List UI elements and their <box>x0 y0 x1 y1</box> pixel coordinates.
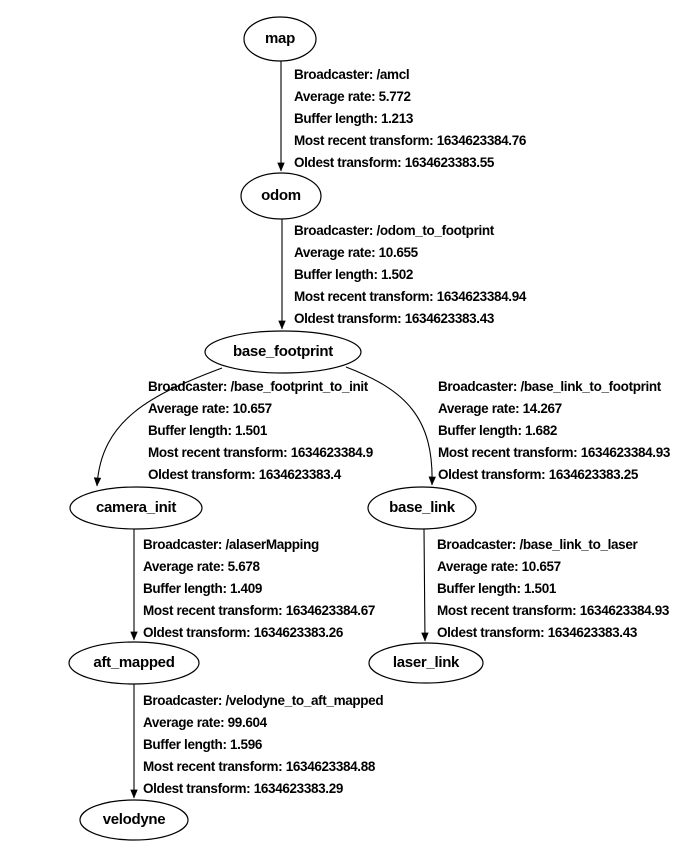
edge-stat-oldest: Oldest transform: 1634623383.25 <box>438 467 639 482</box>
edge-stat-oldest: Oldest transform: 1634623383.29 <box>143 781 344 796</box>
edge-stat-oldest: Oldest transform: 1634623383.55 <box>294 155 495 170</box>
edge-stat-average-rate: Average rate: 10.657 <box>437 559 561 574</box>
edge-stat-broadcaster: Broadcaster: /amcl <box>294 67 410 82</box>
edge-stat-oldest: Oldest transform: 1634623383.43 <box>294 311 495 326</box>
edge-stat-average-rate: Average rate: 99.604 <box>143 715 267 730</box>
node-ellipse-camera_init <box>69 486 203 530</box>
node-ellipse-base_footprint <box>204 330 362 374</box>
edge-label-base_link-laser_link: Broadcaster: /base_link_to_laser Average… <box>437 534 669 644</box>
edge-stat-buffer-length: Buffer length: 1.502 <box>294 267 414 282</box>
node-ellipse-aft_mapped <box>68 641 200 685</box>
edge-stat-most-recent: Most recent transform: 1634623384.67 <box>143 603 376 618</box>
node-label-camera_init: camera_init <box>95 499 177 516</box>
edge-stat-buffer-length: Buffer length: 1.213 <box>294 111 414 126</box>
edge-stat-average-rate: Average rate: 14.267 <box>438 401 562 416</box>
edge-stat-broadcaster: Broadcaster: /velodyne_to_aft_mapped <box>143 693 384 708</box>
edge-stat-buffer-length: Buffer length: 1.682 <box>438 423 558 438</box>
edge-label-aft_mapped-velodyne: Broadcaster: /velodyne_to_aft_mapped Ave… <box>143 690 384 800</box>
edge-stat-average-rate: Average rate: 5.772 <box>294 89 411 104</box>
edge-stat-broadcaster: Broadcaster: /alaserMapping <box>143 537 319 552</box>
edge-stat-average-rate: Average rate: 10.657 <box>148 401 272 416</box>
node-ellipse-odom <box>240 172 322 220</box>
node-label-base_footprint: base_footprint <box>233 343 333 360</box>
edge-stat-buffer-length: Buffer length: 1.501 <box>437 581 557 596</box>
edge-stat-most-recent: Most recent transform: 1634623384.94 <box>294 289 527 304</box>
edge-stat-most-recent: Most recent transform: 1634623384.93 <box>437 603 670 618</box>
edge-label-map-odom: Broadcaster: /amcl Average rate: 5.772 B… <box>294 64 526 174</box>
edge-stat-most-recent: Most recent transform: 1634623384.93 <box>438 445 671 460</box>
edge-stat-broadcaster: Broadcaster: /base_link_to_laser <box>437 537 638 552</box>
node-ellipse-velodyne <box>79 799 189 841</box>
edge-base_footprint-base_link <box>345 366 436 486</box>
edge-stat-broadcaster: Broadcaster: /base_link_to_footprint <box>438 379 661 394</box>
node-label-aft_mapped: aft_mapped <box>93 654 175 671</box>
edge-label-odom-base_footprint: Broadcaster: /odom_to_footprint Average … <box>294 220 526 330</box>
node-ellipse-base_link <box>367 486 477 530</box>
edge-stat-buffer-length: Buffer length: 1.409 <box>143 581 263 596</box>
edge-stat-most-recent: Most recent transform: 1634623384.9 <box>148 445 373 460</box>
edge-stat-average-rate: Average rate: 10.655 <box>294 245 418 260</box>
edge-stat-oldest: Oldest transform: 1634623383.43 <box>437 625 638 640</box>
edge-stat-oldest: Oldest transform: 1634623383.26 <box>143 625 344 640</box>
node-label-laser_link: laser_link <box>392 654 460 671</box>
edge-stat-oldest: Oldest transform: 1634623383.4 <box>148 467 341 482</box>
edge-base_link-laser_link <box>421 528 429 642</box>
edge-stat-average-rate: Average rate: 5.678 <box>143 559 260 574</box>
node-label-odom: odom <box>261 187 301 204</box>
edge-label-camera_init-aft_mapped: Broadcaster: /alaserMapping Average rate… <box>143 534 375 644</box>
edge-stat-buffer-length: Buffer length: 1.501 <box>148 423 268 438</box>
edge-stat-most-recent: Most recent transform: 1634623384.88 <box>143 759 376 774</box>
edge-label-base_footprint-camera_init: Broadcaster: /base_footprint_to_init Ave… <box>148 376 373 486</box>
node-label-base_link: base_link <box>389 499 455 516</box>
edge-label-base_footprint-base_link: Broadcaster: /base_link_to_footprint Ave… <box>438 376 670 486</box>
edge-stat-buffer-length: Buffer length: 1.596 <box>143 737 263 752</box>
edge-stat-most-recent: Most recent transform: 1634623384.76 <box>294 133 527 148</box>
edge-stat-broadcaster: Broadcaster: /base_footprint_to_init <box>148 379 368 394</box>
node-label-map: map <box>265 30 295 47</box>
edge-base_footprint-camera_init <box>93 367 223 487</box>
edge-stat-broadcaster: Broadcaster: /odom_to_footprint <box>294 223 494 238</box>
node-ellipse-map <box>243 16 317 62</box>
node-ellipse-laser_link <box>368 642 484 684</box>
node-label-velodyne: velodyne <box>102 811 166 828</box>
